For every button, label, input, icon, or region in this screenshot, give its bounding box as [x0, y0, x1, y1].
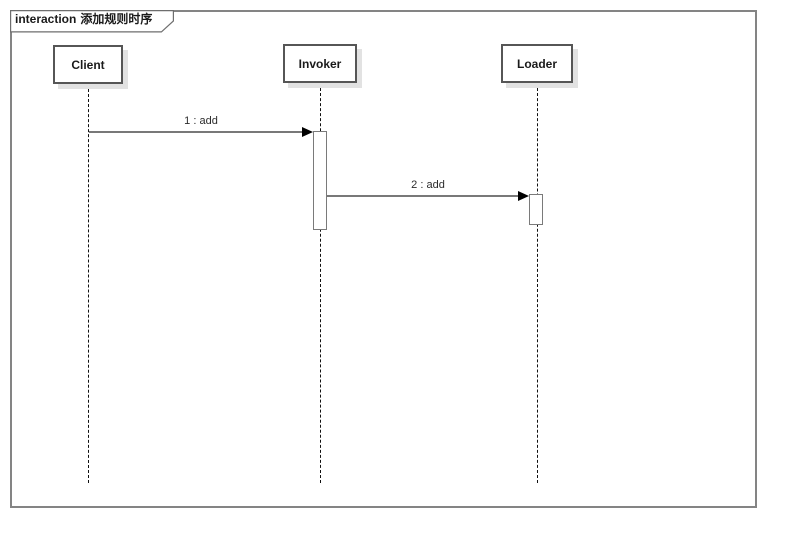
lifeline-head-client: Client	[53, 45, 123, 84]
frame-title: 添加规则时序	[80, 12, 153, 26]
interaction-frame	[10, 10, 757, 508]
message-1-label: 1 : add	[184, 115, 218, 127]
lifeline-head-invoker: Invoker	[283, 44, 357, 83]
lifeline-client	[88, 84, 89, 483]
message-2-label: 2 : add	[411, 179, 445, 191]
lifeline-head-loader: Loader	[501, 44, 573, 83]
lifeline-name-client: Client	[71, 57, 105, 72]
lifeline-name-loader: Loader	[516, 56, 557, 71]
message-2-arrowhead-icon	[518, 191, 529, 201]
frame-name-tab	[10, 10, 174, 33]
activation-bar-invoker	[313, 131, 327, 230]
message-1-arrowhead-icon	[302, 127, 313, 137]
activation-bar-loader	[529, 194, 543, 225]
frame-keyword: interaction	[15, 12, 77, 26]
message-2-line	[327, 195, 518, 197]
lifeline-name-invoker: Invoker	[298, 56, 342, 71]
message-1-line	[89, 131, 303, 133]
lifeline-loader	[537, 83, 538, 483]
lifeline-invoker	[320, 83, 321, 483]
